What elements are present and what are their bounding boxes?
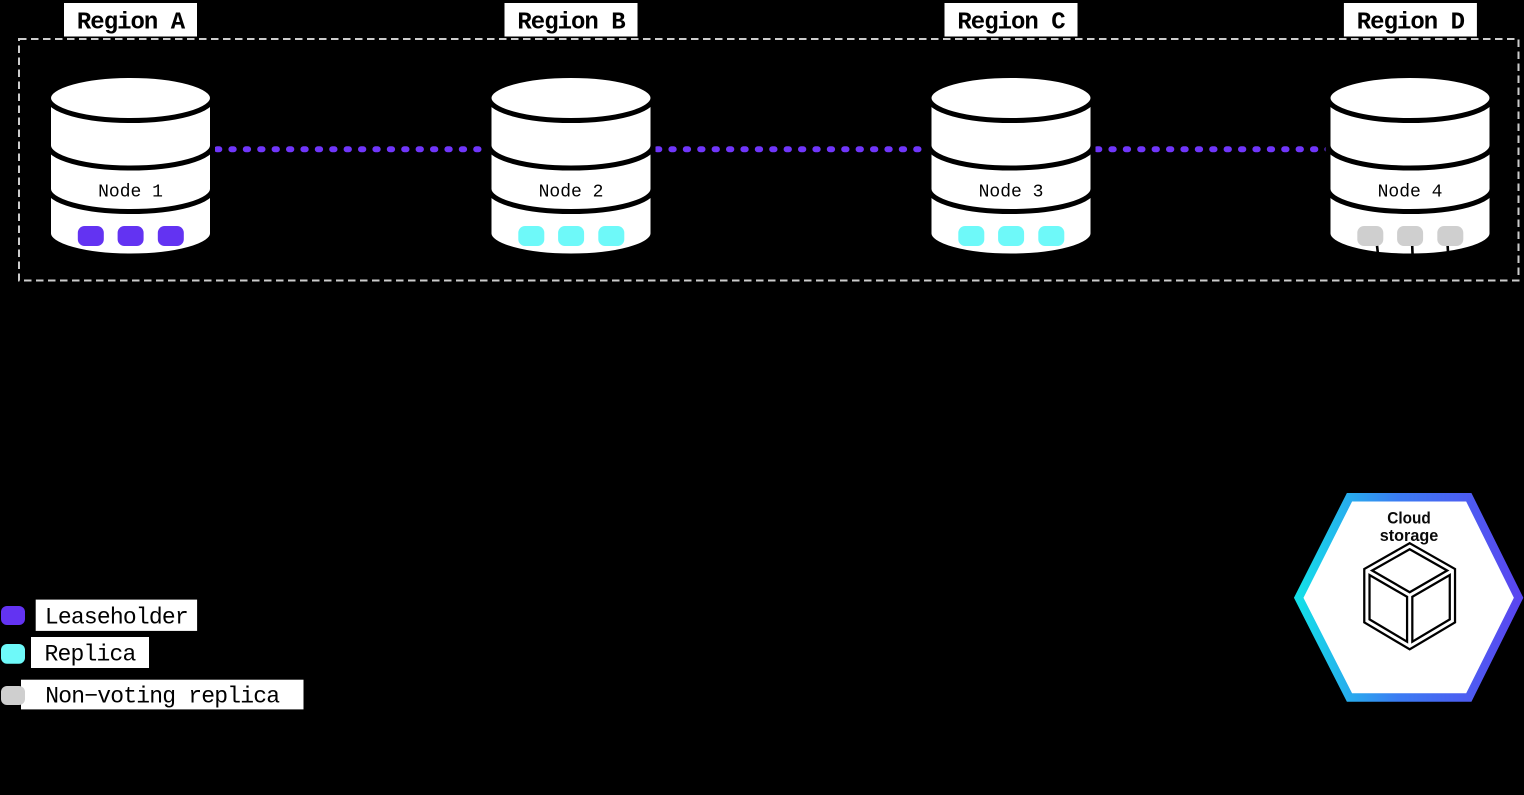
svg-text:Node 4: Node 4 xyxy=(1378,183,1443,203)
svg-text:Non−voting replica: Non−voting replica xyxy=(45,684,280,710)
svg-text:Region C: Region C xyxy=(957,10,1065,37)
svg-text:Cloud: Cloud xyxy=(1387,509,1431,528)
svg-text:Replica: Replica xyxy=(44,642,136,668)
svg-text:Node 3: Node 3 xyxy=(979,183,1044,203)
svg-text:storage: storage xyxy=(1380,526,1439,545)
svg-text:Leaseholder: Leaseholder xyxy=(45,604,188,630)
svg-text:Region A: Region A xyxy=(77,10,186,37)
svg-text:Region B: Region B xyxy=(517,10,625,37)
svg-text:Region D: Region D xyxy=(1357,10,1465,37)
svg-text:Node 1: Node 1 xyxy=(98,183,163,203)
svg-text:Node 2: Node 2 xyxy=(539,183,604,203)
